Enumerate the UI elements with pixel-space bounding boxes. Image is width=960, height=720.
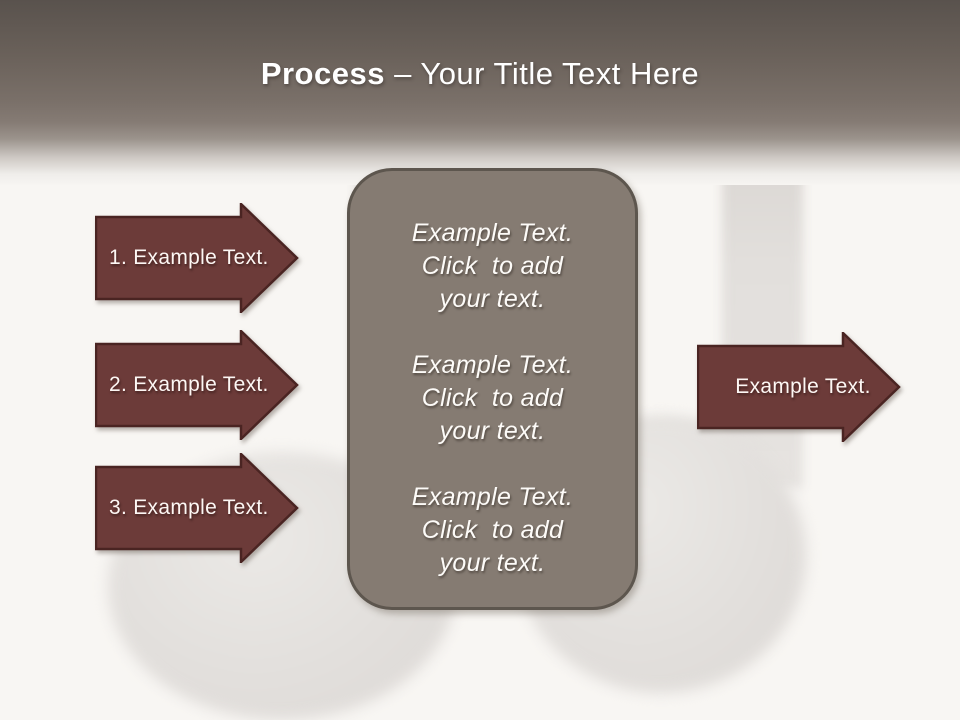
center-text-box[interactable]: Example Text. Click to add your text. Ex…: [347, 168, 638, 610]
header-gradient-band: [0, 0, 960, 185]
placeholder-line: Example Text.: [411, 219, 574, 247]
placeholder-line: your text.: [439, 417, 546, 445]
process-arrow-3[interactable]: 3. Example Text.: [95, 453, 299, 563]
result-arrow-label: Example Text.: [735, 375, 871, 398]
process-arrow-2-label: 2. Example Text.: [109, 373, 269, 396]
page-title-rest: – Your Title Text Here: [384, 56, 700, 91]
placeholder-line: Click to add: [421, 252, 564, 280]
placeholder-line: Example Text.: [411, 483, 574, 511]
placeholder-line: Example Text.: [411, 351, 574, 379]
text-placeholder-block-1[interactable]: Example Text. Click to add your text.: [412, 217, 573, 316]
arrow-right-shape-icon: [95, 203, 299, 313]
placeholder-line: your text.: [439, 549, 546, 577]
text-placeholder-block-3[interactable]: Example Text. Click to add your text.: [412, 481, 573, 580]
arrow-right-shape-icon: [95, 330, 299, 440]
result-arrow[interactable]: Example Text.: [697, 332, 901, 442]
text-placeholder-block-2[interactable]: Example Text. Click to add your text.: [412, 349, 573, 448]
page-title-bold: Process: [260, 56, 385, 91]
arrow-right-shape-icon: [95, 453, 299, 563]
process-arrow-1-label: 1. Example Text.: [109, 246, 269, 269]
process-arrow-2[interactable]: 2. Example Text.: [95, 330, 299, 440]
arrow-right-shape-icon: [697, 332, 901, 442]
placeholder-line: Click to add: [421, 516, 564, 544]
process-arrow-3-label: 3. Example Text.: [109, 496, 269, 519]
process-arrow-1[interactable]: 1. Example Text.: [95, 203, 299, 313]
placeholder-line: Click to add: [421, 384, 564, 412]
page-title[interactable]: Process – Your Title Text Here: [0, 56, 960, 92]
placeholder-line: your text.: [439, 285, 546, 313]
